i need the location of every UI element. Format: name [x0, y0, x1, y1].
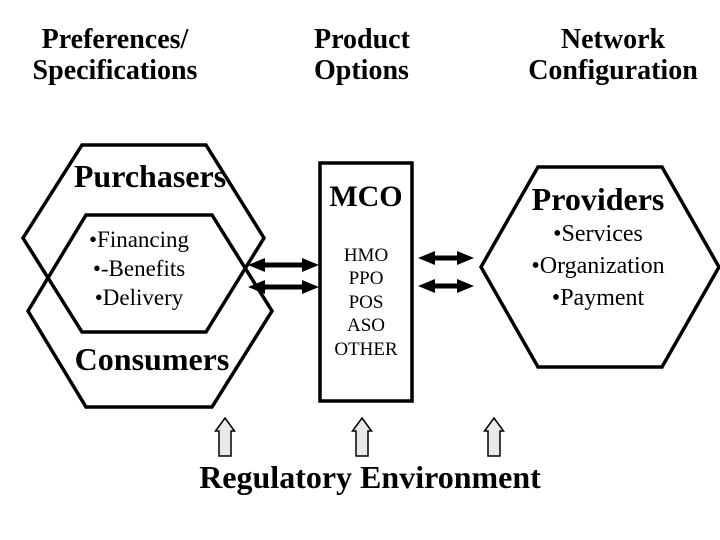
double-arrow-left-top — [248, 258, 319, 272]
plan-type-item: PPO — [348, 268, 384, 290]
providers-label: Providers — [531, 181, 665, 217]
double-arrow-left-bottom — [248, 280, 319, 294]
attribute-item: •Payment — [551, 285, 645, 311]
header-line: Configuration — [528, 55, 698, 86]
header-line: Network — [560, 24, 666, 55]
attribute-item: •Services — [553, 221, 643, 247]
double-arrow-right-bottom — [418, 279, 474, 293]
header-line: Preferences/ — [41, 24, 189, 55]
purchasers-hexagon — [20, 143, 267, 334]
double-arrow-right-top — [418, 251, 474, 265]
mco-label: MCO — [329, 180, 403, 213]
providers-attributes: •Services •Organization •Payment — [498, 218, 698, 314]
providers-hexagon — [478, 165, 720, 369]
purchasers-label: Purchasers — [73, 158, 227, 194]
up-arrow-icon — [351, 416, 373, 457]
product-options-header: Product Options — [314, 24, 444, 86]
header-line: Product — [314, 24, 410, 55]
regulatory-environment-label: Regulatory Environment — [199, 459, 541, 495]
attribute-item: •Organization — [531, 253, 665, 279]
mco-box — [318, 161, 414, 403]
header-line: Specifications — [32, 55, 198, 86]
up-arrow-icon — [214, 416, 236, 457]
purchaser-consumer-attributes: •Financing •-Benefits •Delivery — [59, 225, 219, 312]
attribute-item: •-Benefits — [92, 256, 186, 281]
consumers-label: Consumers — [74, 341, 230, 377]
mco-plan-list: HMO PPO POS ASO OTHER — [320, 244, 412, 361]
plan-type-item: HMO — [343, 245, 389, 266]
plan-type-item: POS — [348, 291, 384, 313]
network-configuration-header: Network Configuration — [503, 24, 720, 86]
up-arrow-icon — [483, 416, 505, 457]
plan-type-item: ASO — [346, 315, 385, 337]
plan-type-item: OTHER — [334, 338, 398, 360]
consumers-hexagon — [25, 213, 275, 409]
header-line: Options — [314, 55, 409, 86]
attribute-item: •Financing — [88, 227, 190, 252]
attribute-item: •Delivery — [94, 285, 184, 310]
preferences-specifications-header: Preferences/ Specifications — [5, 24, 225, 86]
